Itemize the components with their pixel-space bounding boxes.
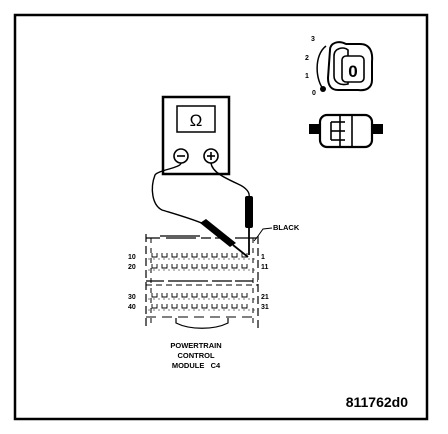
key-slot (341, 55, 365, 83)
ignition-position-3: 3 (311, 36, 315, 43)
ignition-switch: 3 2 1 0 0 (305, 36, 374, 97)
connector-cavity (151, 293, 158, 298)
multimeter-display (176, 105, 216, 133)
connector-caption-line-1: POWERTRAIN (170, 341, 221, 350)
pin-number-21: 21 (261, 294, 269, 301)
connector-cavity (201, 293, 208, 298)
pin-number-11: 11 (261, 264, 269, 271)
ignition-position-2: 2 (305, 55, 309, 62)
connector-cavity (231, 293, 238, 298)
connector-cavity (231, 264, 238, 269)
disconnected-connector-icon (309, 113, 383, 149)
connector-cavity (181, 253, 188, 258)
connector-cavity (191, 253, 198, 258)
wire-color-label: BLACK (273, 223, 300, 232)
connector-cavity (211, 293, 218, 298)
connector-cavity (221, 253, 228, 258)
connector-cavity (221, 293, 228, 298)
connector-cavity (161, 264, 168, 269)
connector-cavity (241, 264, 248, 269)
pin-number-10: 10 (128, 254, 136, 261)
pin-number-1: 1 (261, 254, 265, 261)
figure-id: 811762d0 (346, 394, 408, 410)
pin-number-31: 31 (261, 304, 269, 311)
wire-label-leader (253, 227, 273, 242)
connector-cavity (241, 293, 248, 298)
connector-cavity (151, 264, 158, 269)
ignition-key-label: 0 (348, 62, 357, 81)
connector-cavity (211, 264, 218, 269)
connector-cavities (148, 253, 256, 311)
negative-probe (200, 219, 249, 258)
connector-cavity (191, 264, 198, 269)
connector-cavity (221, 264, 228, 269)
connector-cavity (191, 304, 198, 309)
key-head-outline (333, 47, 349, 86)
connector-cavity (171, 304, 178, 309)
multimeter: Ω (161, 95, 231, 176)
connector-cavity (231, 304, 238, 309)
ignition-position-1: 1 (305, 73, 309, 80)
pcm-connector: 10 20 30 40 1 11 21 31 (128, 234, 269, 329)
connector-cavity (171, 264, 178, 269)
connector-cavity (191, 293, 198, 298)
ohm-symbol: Ω (190, 111, 203, 130)
positive-lead-wire (210, 162, 250, 198)
pin-number-30: 30 (128, 294, 136, 301)
negative-lead-wire (151, 162, 207, 226)
connector-caption-line-2: CONTROL (177, 351, 214, 360)
diagram-border (13, 13, 429, 421)
connector-cavity (221, 304, 228, 309)
connector-cavity (151, 253, 158, 258)
ignition-position-0: 0 (312, 90, 316, 97)
connector-cavity (161, 253, 168, 258)
connector-cavity (181, 304, 188, 309)
connector-cavity (211, 253, 218, 258)
connector-cavity (171, 293, 178, 298)
pin-number-40: 40 (128, 304, 136, 311)
connector-cavity (151, 304, 158, 309)
connector-cavity (241, 253, 248, 258)
connector-cavity (201, 304, 208, 309)
positive-probe (245, 196, 253, 255)
connector-cavity (161, 304, 168, 309)
connector-caption-line-3: MODULE C4 (172, 361, 221, 370)
connector-cavity (161, 293, 168, 298)
connector-cavity (241, 304, 248, 309)
connector-cavity (211, 304, 218, 309)
connector-cavity (181, 293, 188, 298)
ignition-arc (316, 45, 327, 91)
pin-number-20: 20 (128, 264, 136, 271)
connector-cavity (171, 253, 178, 258)
connector-cavity (201, 253, 208, 258)
connector-cavity (181, 264, 188, 269)
ignition-position-dot (320, 86, 326, 92)
connector-cavity (231, 253, 238, 258)
connector-cavity (201, 264, 208, 269)
